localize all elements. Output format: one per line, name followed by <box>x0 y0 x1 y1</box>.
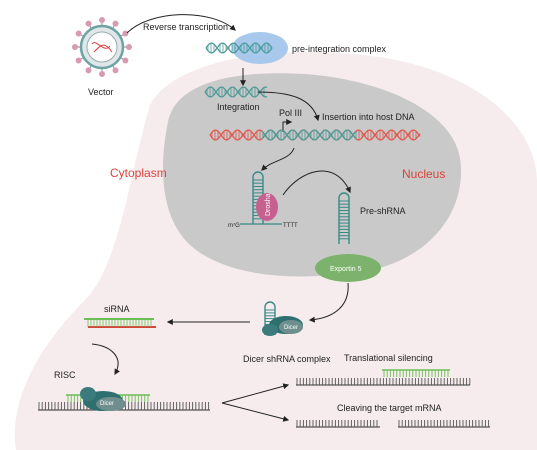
exportin-5-protein <box>315 254 381 282</box>
pre-integration-complex-blob <box>232 32 288 64</box>
tttt-label: TTTT <box>283 223 298 229</box>
virus-spike-tip <box>75 30 82 37</box>
hairpin-strand <box>264 301 276 335</box>
reverse-transcription-label: Reverse transcription <box>143 22 228 32</box>
export-arrow <box>308 282 349 323</box>
branch-arrow-silencing <box>221 383 290 404</box>
virus-spike-tip <box>126 44 132 50</box>
cleaving-target-mrna-label: Cleaving the target mRNA <box>337 403 442 413</box>
drosha-label: Drosha <box>265 193 272 216</box>
virus-spike-tip <box>72 44 78 50</box>
dna-helix-top <box>205 42 273 54</box>
virus-spike-tip <box>122 57 129 64</box>
reverse-transcription-arrow <box>126 14 236 34</box>
nucleus-label: Nucleus <box>402 167 445 181</box>
sirna-duplex <box>84 318 156 328</box>
branch-arrow-cleaving <box>221 402 290 422</box>
vector-virus-icon <box>72 17 132 77</box>
pre-shrna-hairpin <box>338 192 350 244</box>
virus-spike-tip <box>112 20 119 27</box>
silenced-mrna <box>296 369 471 386</box>
hairpin-strand <box>252 171 264 224</box>
virus-spikes <box>72 17 132 77</box>
risc-label: RISC <box>54 370 76 380</box>
virus-spike-tip <box>112 67 119 74</box>
pre-shrna-label: Pre-shRNA <box>360 206 406 216</box>
virus-spike-tip <box>99 71 105 77</box>
vector-label: Vector <box>88 87 114 97</box>
virus-spike-tip <box>85 20 92 27</box>
nucleus-region <box>162 73 462 277</box>
virus-spike-tip <box>85 67 92 74</box>
dicer-enzyme-icon <box>262 316 303 336</box>
sirna-to-risc-arrow <box>91 343 120 376</box>
pre-integration-complex-label: pre-integration complex <box>292 44 387 54</box>
virus-spike-tip <box>99 17 105 23</box>
sirna-label: siRNA <box>104 304 130 314</box>
integration-label: Integration <box>217 102 260 112</box>
risc-dicer-label: Dicer <box>100 401 114 407</box>
host-dna-helix <box>209 129 421 141</box>
hairpin-strand <box>338 192 350 244</box>
dna-strand <box>204 86 268 98</box>
virus-spike-tip <box>75 57 82 64</box>
m7g-cap-label: m⁷G <box>228 222 240 229</box>
drosha-enzyme <box>256 193 278 221</box>
transcription-arrow <box>261 147 295 171</box>
translational-silencing-label: Translational silencing <box>344 353 433 363</box>
dna-strand <box>204 86 268 98</box>
exportin-5-label: Exportin 5 <box>330 266 362 273</box>
dicer-label: Dicer <box>284 325 298 331</box>
dicer-shrna-complex-label: Dicer shRNA complex <box>243 354 331 364</box>
insertion-into-host-dna-label: Insertion into host DNA <box>322 112 415 122</box>
drosha-processing-arrow <box>282 170 351 196</box>
pol-iii-label: Pol III <box>279 108 302 118</box>
risc-complex-icon <box>80 387 126 411</box>
virus-spike-tip <box>122 30 129 37</box>
cleaved-mrna-fragments <box>296 420 490 428</box>
dna-helix-integration <box>204 86 268 98</box>
insertion-arrow <box>257 91 320 122</box>
dna-strand <box>261 129 357 141</box>
pol-iii-promoter-arrow <box>282 119 293 132</box>
dna-strand <box>205 42 273 54</box>
cytoplasm-label: Cytoplasm <box>110 166 167 180</box>
